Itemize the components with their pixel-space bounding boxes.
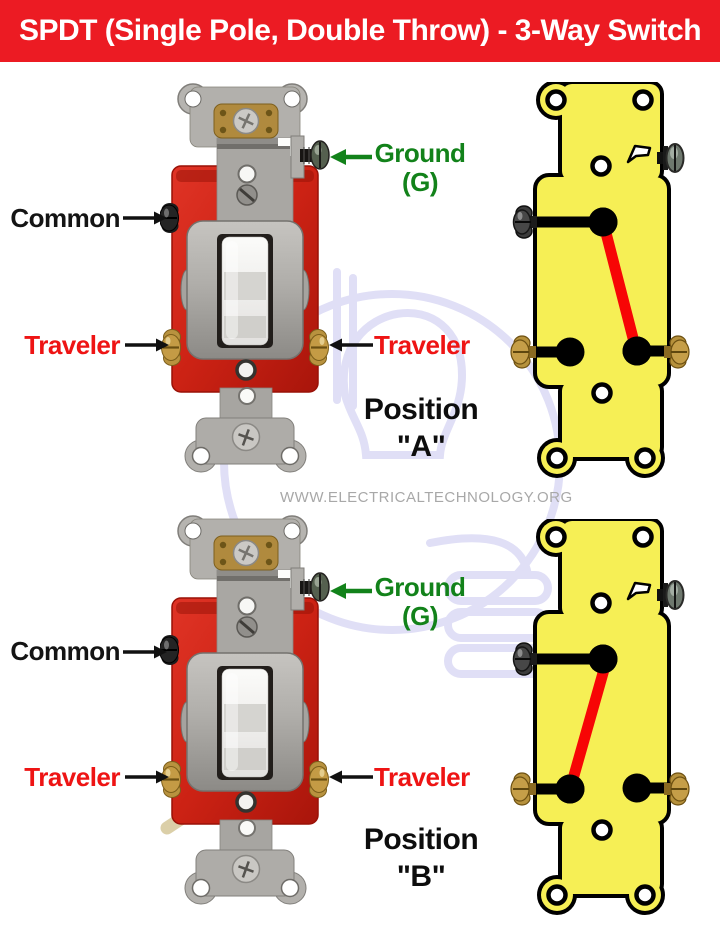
ground-label-b: Ground (G)	[372, 573, 468, 631]
common-terminal-dot	[588, 207, 618, 237]
schematic-position-b	[505, 519, 695, 919]
ground-abbrev-text: (G)	[401, 167, 439, 197]
position-letter: "A"	[396, 430, 446, 463]
connection-line-a	[599, 223, 640, 348]
arrow-right-icon	[125, 770, 169, 784]
arrow-right-icon	[123, 211, 167, 225]
common-label-a: Common	[10, 203, 120, 233]
page-title: SPDT (Single Pole, Double Throw) - 3-Way…	[18, 14, 702, 47]
traveler-left-label-a: Traveler	[24, 330, 120, 360]
position-b-label: Position "B"	[354, 821, 488, 895]
traveler-terminal-dot	[555, 774, 585, 804]
position-letter: "B"	[396, 860, 446, 893]
schematic-position-a	[505, 82, 695, 482]
traveler-right-label-a: Traveler	[374, 330, 470, 360]
ground-abbrev-text: (G)	[401, 601, 439, 631]
arrow-left-green-icon	[330, 583, 372, 599]
traveler-right-label-b: Traveler	[374, 762, 470, 792]
traveler-left-label-b: Traveler	[24, 762, 120, 792]
connection-line-b	[567, 660, 611, 785]
arrow-left-icon	[329, 770, 373, 784]
position-word: Position	[363, 823, 479, 856]
ground-label-text: Ground	[374, 138, 466, 168]
position-word: Position	[363, 393, 479, 426]
toggle-switch-photo-b	[160, 510, 330, 925]
title-bar: SPDT (Single Pole, Double Throw) - 3-Way…	[0, 0, 720, 62]
arrow-right-icon	[123, 645, 167, 659]
watermark-url: WWW.ELECTRICALTECHNOLOGY.ORG	[280, 489, 573, 506]
toggle-switch-photo-a	[160, 78, 330, 493]
arrow-left-green-icon	[330, 149, 372, 165]
traveler-terminal-dot	[622, 336, 652, 366]
arrow-left-icon	[329, 338, 373, 352]
common-terminal-dot	[588, 644, 618, 674]
common-label-b: Common	[10, 636, 120, 666]
ground-label-text: Ground	[374, 572, 466, 602]
arrow-right-icon	[125, 338, 169, 352]
position-a-label: Position "A"	[354, 391, 488, 465]
ground-label-a: Ground (G)	[372, 139, 468, 197]
